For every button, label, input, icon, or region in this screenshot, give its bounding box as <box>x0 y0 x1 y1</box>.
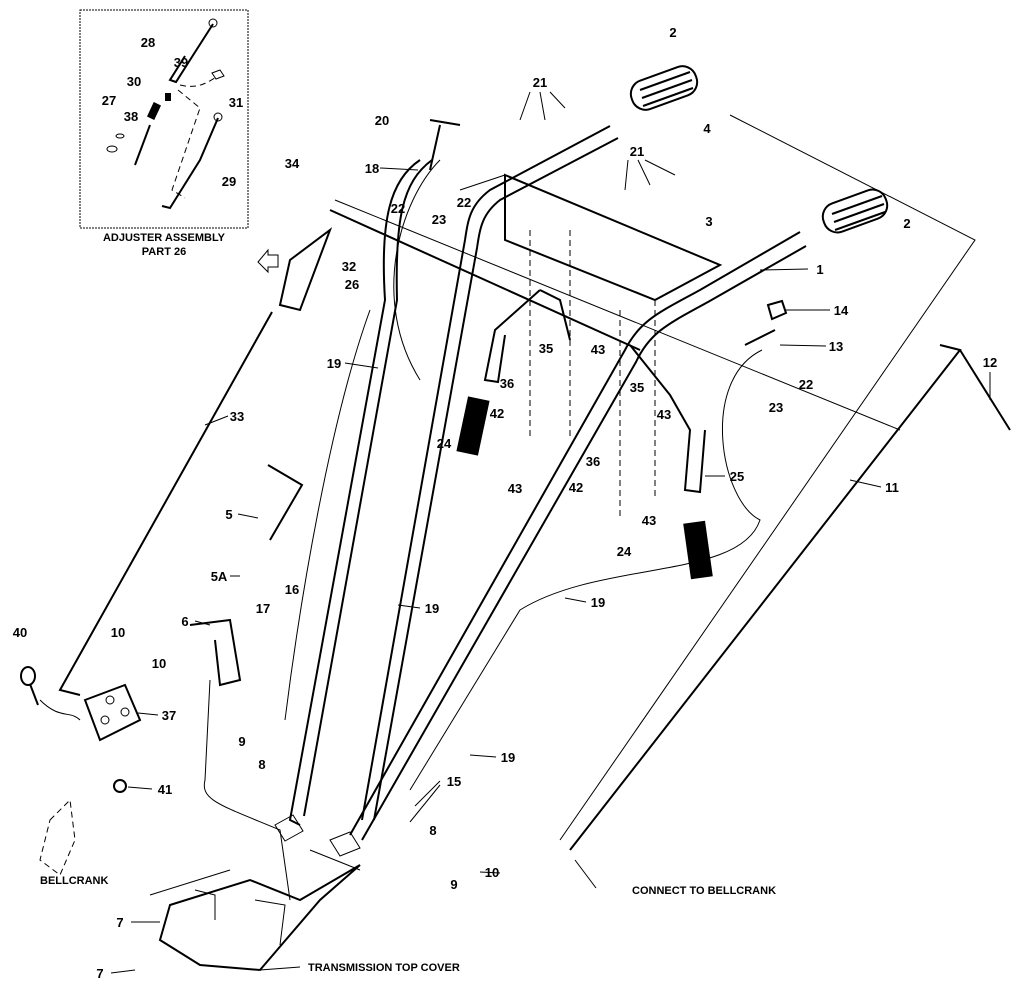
callout-35: 35 <box>539 341 553 356</box>
callout-9: 9 <box>450 877 457 892</box>
inset-subtitle: PART 26 <box>142 246 186 258</box>
callout-42: 42 <box>490 406 504 421</box>
callout-29: 29 <box>222 174 236 189</box>
grip <box>629 65 699 111</box>
inset-title: ADJUSTER ASSEMBLY <box>103 232 226 244</box>
transmission-top-cover-label: TRANSMISSION TOP COVER <box>308 962 460 974</box>
callout-28: 28 <box>141 35 155 50</box>
callout-12: 12 <box>983 355 997 370</box>
direction-arrow <box>257 248 279 274</box>
callout-26: 26 <box>345 277 359 292</box>
callout-30: 30 <box>127 74 141 89</box>
callout-37: 37 <box>162 708 176 723</box>
callout-42: 42 <box>569 480 583 495</box>
callout-19: 19 <box>425 601 439 616</box>
callout-34: 34 <box>285 156 300 171</box>
callout-24: 24 <box>617 544 632 559</box>
grip <box>821 188 889 234</box>
callout-21: 21 <box>630 144 644 159</box>
callout-38: 38 <box>124 109 138 124</box>
callout-22: 22 <box>457 195 471 210</box>
callout-5A: 5A <box>211 569 228 584</box>
callout-27: 27 <box>102 93 116 108</box>
callout-23: 23 <box>432 212 446 227</box>
callout-13: 13 <box>829 339 843 354</box>
callout-25: 25 <box>730 469 744 484</box>
callout-4: 4 <box>703 121 711 136</box>
callout-10: 10 <box>152 656 166 671</box>
callout-6: 6 <box>181 614 188 629</box>
callout-40: 40 <box>13 625 27 640</box>
callout-43: 43 <box>657 407 671 422</box>
callout-8: 8 <box>258 757 265 772</box>
callout-9: 9 <box>238 734 245 749</box>
handle-frame <box>20 65 1011 972</box>
callout-21: 21 <box>533 75 547 90</box>
callout-14: 14 <box>834 303 849 318</box>
callout-2: 2 <box>903 216 910 231</box>
pedal-pad <box>456 396 490 456</box>
callout-24: 24 <box>437 436 452 451</box>
connect-to-bellcrank-label: CONNECT TO BELLCRANK <box>632 885 776 897</box>
callout-20: 20 <box>375 113 389 128</box>
callout-41: 41 <box>158 782 172 797</box>
callout-43: 43 <box>642 513 656 528</box>
callout-39: 39 <box>174 55 188 70</box>
callout-7: 7 <box>116 915 123 930</box>
bellcrank-label: BELLCRANK <box>40 875 108 887</box>
callout-3: 3 <box>705 214 712 229</box>
callout-1: 1 <box>816 262 823 277</box>
callout-17: 17 <box>256 601 270 616</box>
callout-23: 23 <box>769 400 783 415</box>
callout-10: 10 <box>111 625 125 640</box>
callout-22: 22 <box>391 201 405 216</box>
callout-10: 10 <box>485 865 499 880</box>
callout-35: 35 <box>630 380 644 395</box>
callout-5: 5 <box>225 507 232 522</box>
adjuster-parts <box>106 18 225 210</box>
callout-19: 19 <box>591 595 605 610</box>
adjuster-assembly-inset <box>79 9 249 229</box>
callout-36: 36 <box>500 376 514 391</box>
callout-16: 16 <box>285 582 299 597</box>
callout-18: 18 <box>365 161 379 176</box>
callout-19: 19 <box>501 750 515 765</box>
callout-36: 36 <box>586 454 600 469</box>
callout-32: 32 <box>342 259 356 274</box>
callout-19: 19 <box>327 356 341 371</box>
callout-22: 22 <box>799 377 813 392</box>
leader-lines <box>110 91 991 974</box>
callout-11: 11 <box>885 480 899 495</box>
callout-33: 33 <box>230 409 244 424</box>
pedal-pad <box>683 520 713 580</box>
callout-15: 15 <box>447 774 461 789</box>
callout-31: 31 <box>229 95 243 110</box>
callout-2: 2 <box>669 25 676 40</box>
callout-7: 7 <box>96 966 103 981</box>
callout-43: 43 <box>591 342 605 357</box>
callout-8: 8 <box>429 823 436 838</box>
callout-43: 43 <box>508 481 522 496</box>
